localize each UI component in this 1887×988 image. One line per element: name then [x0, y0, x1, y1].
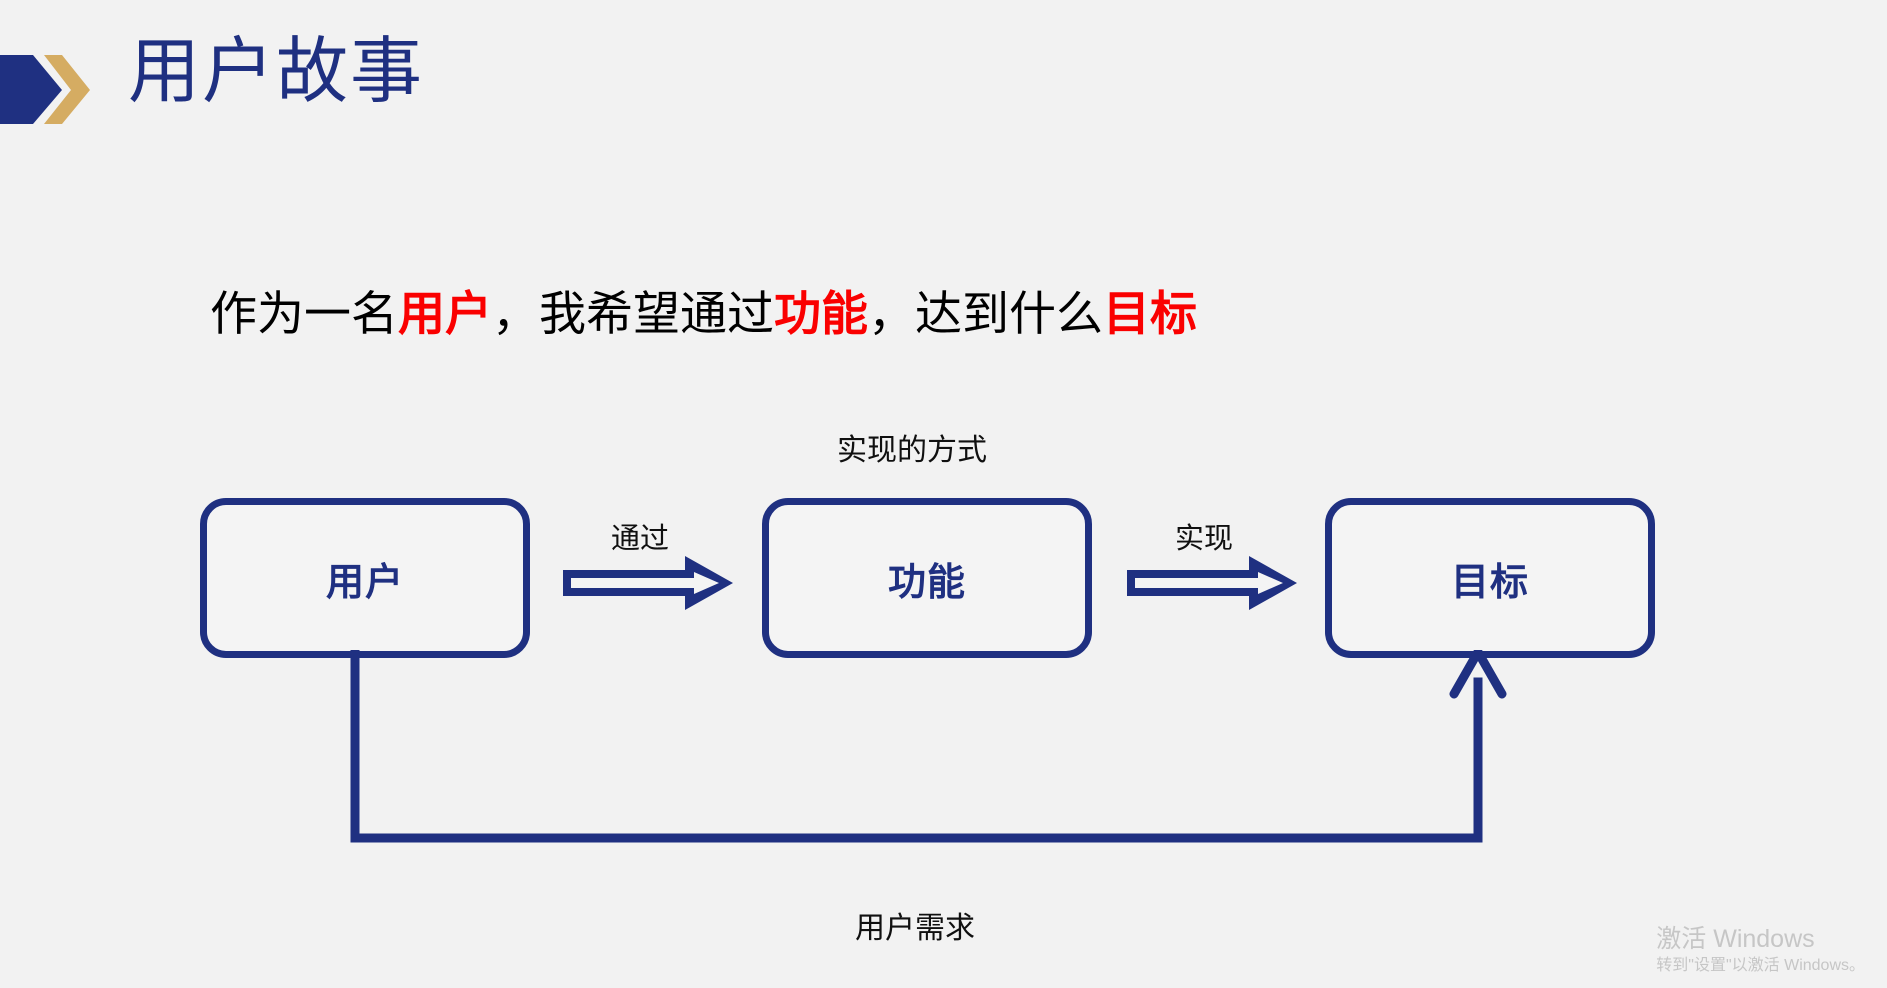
block-arrow-right-icon-user-to-feature	[563, 556, 733, 610]
flow-node-goal[interactable]: 目标	[1325, 498, 1655, 658]
story-role-highlight: 用户	[398, 287, 492, 340]
story-comma-2: ，达到什么	[868, 287, 1103, 340]
page-title: 用户故事	[128, 32, 425, 112]
edge-label-user-to-feature: 通过	[611, 523, 670, 555]
watermark-title: 激活 Windows	[1656, 925, 1815, 953]
story-prefix: 作为一名	[210, 287, 398, 340]
flow-node-user[interactable]: 用户	[200, 498, 530, 658]
story-goal-highlight: 目标	[1103, 287, 1197, 340]
edge-label-feature-to-goal: 实现	[1175, 523, 1234, 555]
feedback-loop-connector	[330, 645, 1530, 870]
annotation-method-note: 实现的方式	[837, 434, 987, 467]
windows-activation-watermark: 激活 Windows 转到"设置"以激活 Windows。	[1656, 924, 1865, 978]
flow-node-user-label: 用户	[325, 561, 404, 604]
block-arrow-right-icon-feature-to-goal	[1127, 556, 1297, 610]
user-story-sentence: 作为一名用户，我希望通过功能，达到什么目标	[210, 283, 1197, 345]
watermark-subtitle: 转到"设置"以激活 Windows。	[1656, 957, 1865, 974]
flow-node-feature-label: 功能	[887, 561, 966, 604]
flow-node-goal-label: 目标	[1450, 561, 1529, 604]
story-comma-1: ，我希望通过	[492, 287, 774, 340]
flow-node-feature[interactable]: 功能	[762, 498, 1092, 658]
story-feature-highlight: 功能	[774, 287, 868, 340]
annotation-demand-note: 用户需求	[855, 912, 975, 945]
double-chevron-right-icon	[0, 28, 100, 128]
